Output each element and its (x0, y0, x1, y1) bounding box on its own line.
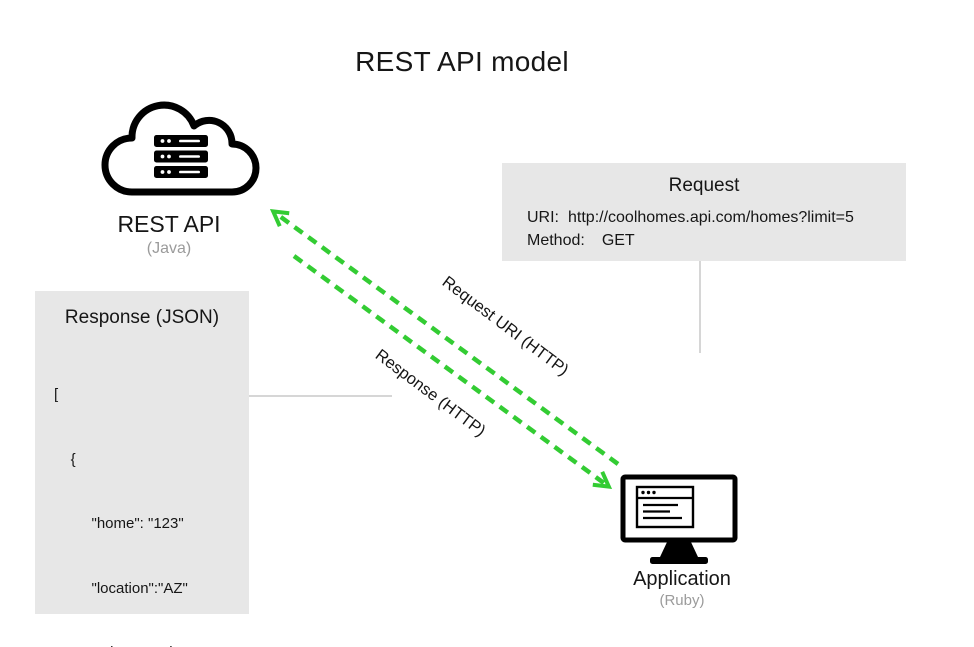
monitor-base (650, 557, 708, 564)
json-line: { (54, 450, 76, 468)
request-method-value: GET (601, 232, 635, 249)
response-arrow (292, 254, 613, 489)
response-box-title: Response (JSON) (64, 307, 220, 328)
request-method-label: Method: (527, 232, 585, 249)
response-box: Response (JSON) [ { "home": "123" "locat… (35, 291, 249, 647)
request-box-title: Request (668, 175, 740, 196)
rest-api-label: REST API (117, 211, 221, 237)
diagram-title: REST API model (355, 46, 569, 77)
computer-monitor-icon (620, 474, 738, 564)
application-sublabel: (Ruby) (659, 592, 705, 609)
cloud-server-icon (101, 101, 260, 196)
json-line: [ (54, 386, 59, 403)
response-json-code: [ { "home": "123" "location":"AZ" "price… (35, 341, 249, 647)
request-arrow (269, 209, 620, 466)
request-uri-value: http://coolhomes.api.com/homes?limit=5 (568, 209, 854, 226)
rest-api-sublabel: (Java) (146, 240, 192, 257)
request-box-body: URI: http://coolhomes.api.com/homes?limit… (502, 197, 906, 252)
application-label: Application (633, 568, 731, 590)
monitor-stand (660, 540, 698, 557)
request-box: Request URI: http://coolhomes.api.com/hom… (502, 163, 906, 261)
request-method-row: Method: GET (527, 229, 906, 252)
cloud-outline (101, 101, 260, 196)
request-uri-row: URI: http://coolhomes.api.com/homes?limit… (527, 206, 906, 229)
browser-window-icon (635, 485, 695, 529)
json-line: "home": "123" (54, 515, 184, 532)
json-line: "price":"200k" (54, 642, 249, 647)
server-stack-icon (154, 135, 208, 178)
request-uri-label: URI: (527, 209, 559, 226)
json-line: "location":"AZ" (54, 579, 188, 597)
